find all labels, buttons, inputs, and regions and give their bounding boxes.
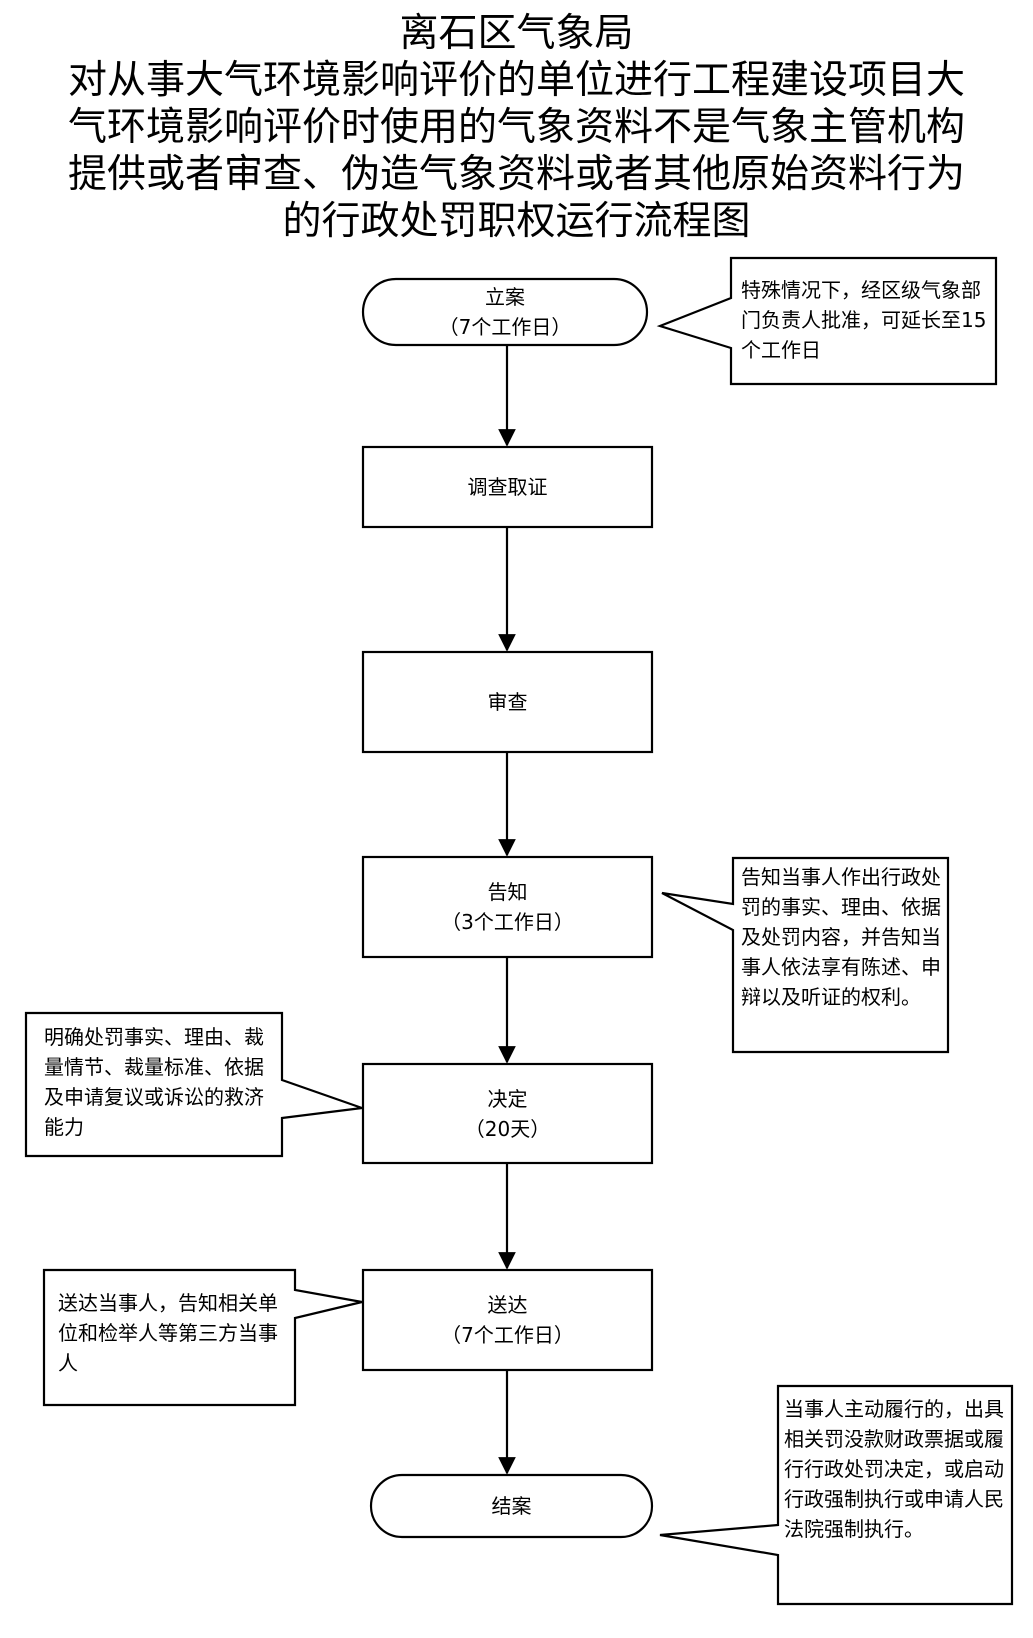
note-delivery-callout (42, 1268, 363, 1407)
decision-box-shape (361, 1062, 654, 1165)
step-duration: （7个工作日） (438, 315, 572, 339)
note-decision-text: 明确处罚事实、理由、裁量情节、裁量标准、依据及申请复议或诉讼的救济能力 (44, 1025, 264, 1139)
end-terminal-shape (369, 1473, 654, 1539)
note-filing-text: 特殊情况下，经区级气象部门负责人批准，可延长至15个工作日 (741, 278, 987, 362)
delivery-box-shape (361, 1268, 654, 1372)
title-line: 气环境影响评价时使用的气象资料不是气象主管机构 (67, 105, 965, 150)
step-label: 决定 (487, 1086, 528, 1111)
note-decision-callout (24, 1011, 363, 1158)
step-delivery: 送达 （7个工作日） (363, 1270, 652, 1370)
start-terminal-shape (361, 277, 649, 347)
step-review: 审查 (363, 652, 652, 752)
step-duration: （7个工作日） (441, 1323, 574, 1347)
step-decision: 决定 （20天） (363, 1064, 652, 1163)
review-box-shape (361, 650, 654, 754)
title-line: 离石区气象局 (399, 11, 634, 56)
note-delivery-text: 送达当事人，告知相关单位和检举人等第三方当事人 (58, 1291, 278, 1375)
investigate-box-shape (361, 445, 654, 529)
inform-box-shape (361, 855, 654, 959)
step-label: 告知 (487, 880, 528, 904)
step-label: 立案 (485, 285, 525, 309)
title-line: 提供或者审查、伪造气象资料或者其他原始资料行为 (67, 152, 965, 197)
note-inform-text: 告知当事人作出行政处罚的事实、理由、依据及处罚内容，并告知当事人依法享有陈述、申… (741, 865, 941, 1009)
step-investigation: 调查取证 (363, 447, 652, 527)
step-inform: 告知 （3个工作日） (363, 857, 652, 957)
title-line: 对从事大气环境影响评价的单位进行工程建设项目大 (67, 58, 965, 103)
note-filing-callout (656, 256, 998, 386)
step-duration: （3个工作日） (441, 910, 574, 934)
step-closing: 结案 (371, 1475, 652, 1537)
title-line: 的行政处罚职权运行流程图 (282, 199, 751, 244)
note-inform-callout (661, 856, 950, 1054)
step-label: 调查取证 (467, 475, 548, 499)
note-closing-text: 当事人主动履行的，出具相关罚没款财政票据或履行行政处罚决定，或启动行政强制执行或… (784, 1397, 1004, 1541)
note-closing-callout (659, 1384, 1014, 1606)
step-label: 结案 (491, 1494, 532, 1518)
flowchart-title: 离石区气象局 对从事大气环境影响评价的单位进行工程建设项目大 气环境影响评价时使… (0, 10, 1033, 245)
step-label: 送达 (487, 1293, 528, 1317)
step-duration: （20天） (464, 1116, 551, 1141)
step-label: 审查 (487, 690, 528, 714)
step-filing: 立案 （7个工作日） (363, 279, 647, 345)
